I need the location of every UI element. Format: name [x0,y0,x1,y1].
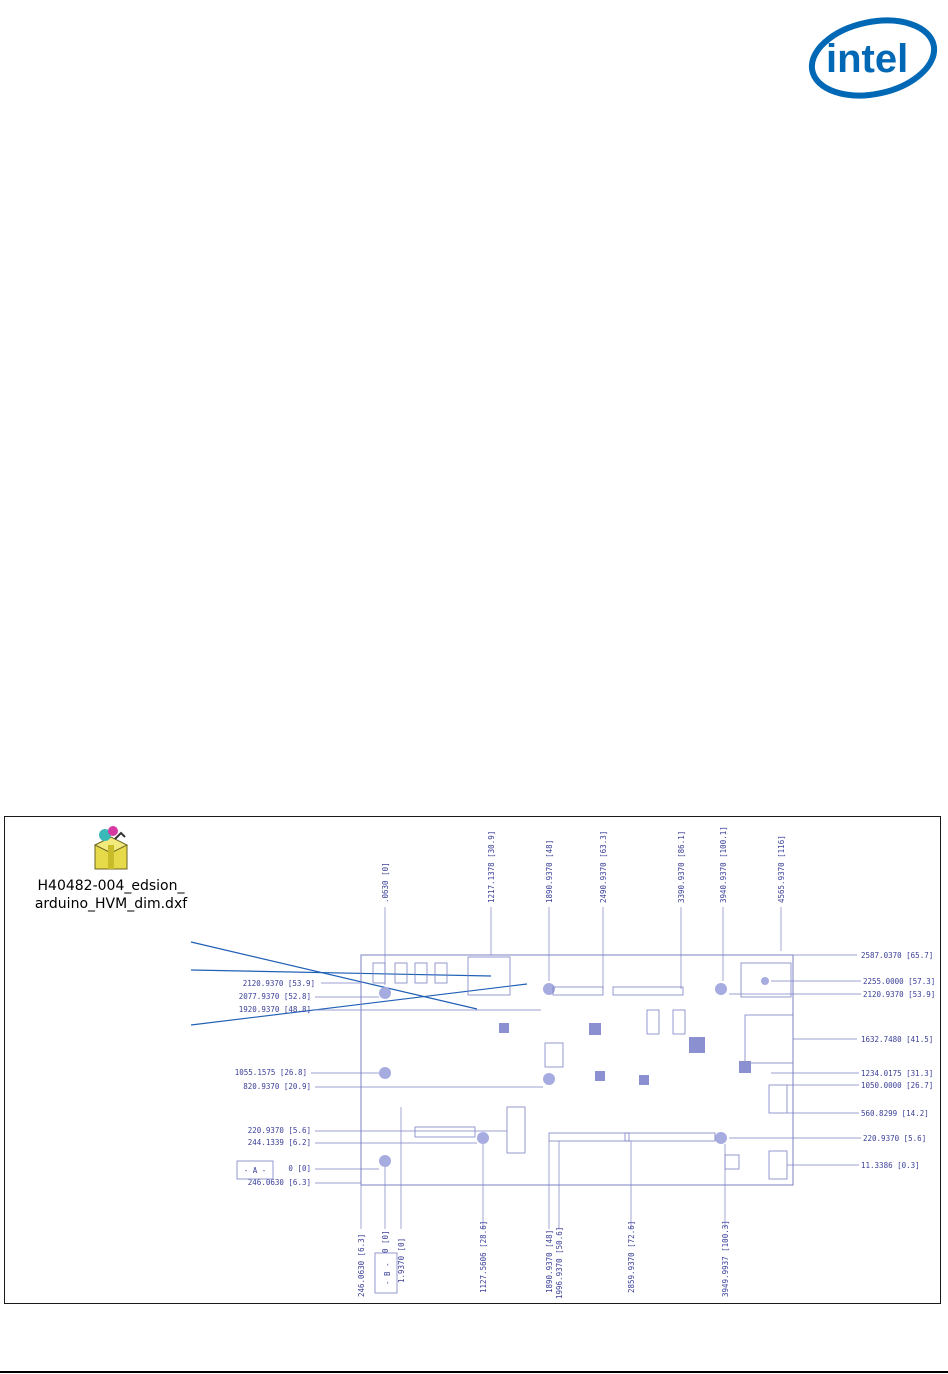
dim-top-4: 2490.9370 [63.3] [599,831,608,903]
dim-bottom-3: 1.9370 [0] [397,1238,406,1283]
attachment-filename[interactable]: H40482-004_edsion_ arduino_HVM_dim.dxf [23,877,199,913]
dim-bottom-8: 3949.9937 [100.3] [721,1220,730,1297]
board-dimension-drawing: 2120.9370 [53.9] 2077.9370 [52.8] 1920.9… [190,826,935,1299]
intel-logo: intel [806,15,941,100]
dim-bottom-6: 1996.9370 [50.6] [555,1227,564,1299]
filename-line-1: H40482-004_edsion_ [37,878,185,894]
dim-right-4: 1632.7480 [41.5] [861,1035,933,1044]
dim-left-5: 820.9370 [20.9] [243,1082,311,1091]
dim-left-9: 246.0630 [6.3] [248,1178,311,1187]
dim-right-1: 2587.0370 [65.7] [861,951,933,960]
dim-right-5: 1234.0175 [31.3] [861,1069,933,1078]
dim-top-1: .0630 [0] [381,862,390,903]
dim-left-3: 1920.9370 [48.8] [239,1005,311,1014]
dim-bottom-4: 1127.5606 [28.6] [479,1221,488,1293]
dim-right-7: 560.8299 [14.2] [861,1109,929,1118]
dim-left-1: 2120.9370 [53.9] [243,979,315,988]
dim-top-2: 1217.1378 [30.9] [487,831,496,903]
dim-top-3: 1890.9370 [48] [545,840,554,903]
dim-bottom-5: 1890.9370 [48] [545,1230,554,1293]
dim-left-7: 244.1339 [6.2] [248,1138,311,1147]
intel-logo-text: intel [826,37,908,81]
datum-a: - A - [244,1166,267,1175]
filename-line-2: arduino_HVM_dim.dxf [34,896,188,912]
dim-bottom-1: 246.0630 [6.3] [357,1234,366,1297]
dim-bottom-2: 0 [0] [381,1230,390,1253]
dim-right-3: 2120.9370 [53.9] [863,990,935,999]
dim-right-2: 2255.0000 [57.3] [863,977,935,986]
dim-right-6: 1050.0000 [26.7] [861,1081,933,1090]
dim-bottom-7: 2859.9370 [72.6] [627,1221,636,1293]
dim-right-8: 220.9370 [5.6] [863,1134,926,1143]
embedded-drawing-figure: H40482-004_edsion_ arduino_HVM_dim.dxf [4,816,941,1304]
dim-left-4: 1055.1575 [26.8] [235,1068,307,1077]
dim-top-5: 3390.9370 [86.1] [677,831,686,903]
dim-right-9: 11.3386 [0.3] [861,1161,920,1170]
footer-rule [0,1371,948,1373]
dim-left-6: 220.9370 [5.6] [248,1126,311,1135]
dim-top-7: 4565.9370 [116] [777,835,786,903]
package-icon[interactable] [85,823,135,873]
dim-top-6: 3940.9370 [100.1] [719,826,728,903]
dim-left-8: 0 [0] [288,1164,311,1173]
datum-b: - B - [383,1262,392,1285]
dim-left-2: 2077.9370 [52.8] [239,992,311,1001]
